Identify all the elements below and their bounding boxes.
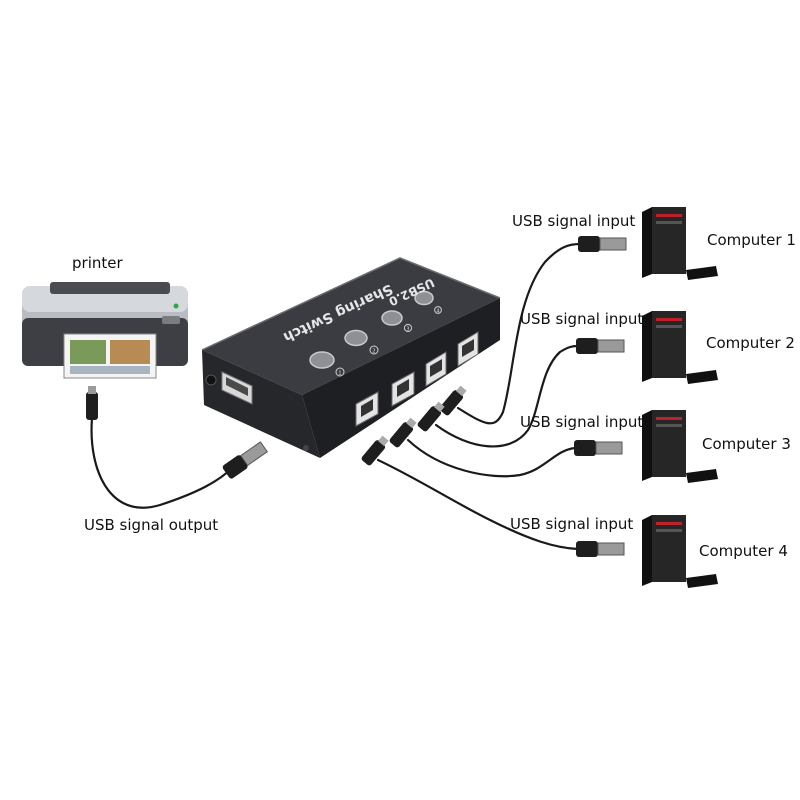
switch-button-3 bbox=[381, 310, 403, 326]
printer-label: printer bbox=[72, 254, 123, 272]
switch-output-port bbox=[221, 371, 253, 405]
switch-button-number-4: 4 bbox=[436, 309, 439, 315]
cable-port1-computer1 bbox=[456, 242, 582, 425]
switch-buttons: 1 2 3 4 bbox=[309, 290, 442, 377]
printer-illustration bbox=[22, 282, 188, 379]
computer-1-illustration bbox=[642, 207, 718, 280]
cable-printer-to-switch bbox=[90, 416, 234, 509]
usb-b-plug-port1 bbox=[439, 385, 467, 416]
computer-2-label: Computer 2 bbox=[706, 334, 795, 352]
usb-a-plug-2 bbox=[576, 338, 625, 354]
usb-b-plug-port2 bbox=[417, 401, 445, 432]
computer-3-label: Computer 3 bbox=[702, 435, 791, 453]
usb-a-plug-output bbox=[222, 441, 268, 479]
computer-1-label: Computer 1 bbox=[707, 231, 796, 249]
cables bbox=[90, 242, 582, 551]
switch-button-4 bbox=[414, 290, 434, 306]
usb-a-plug-1 bbox=[578, 236, 627, 252]
computer-3-illustration bbox=[642, 410, 718, 483]
switch-power-jack bbox=[205, 374, 217, 386]
cable-port2-computer2 bbox=[434, 344, 580, 448]
usb-signal-output-label: USB signal output bbox=[84, 516, 219, 534]
usb-b-plug-port3 bbox=[389, 417, 417, 448]
switch-button-number-1: 1 bbox=[338, 371, 341, 377]
switch-right-face bbox=[302, 298, 500, 458]
usb-b-plug-printer bbox=[86, 386, 98, 420]
switch-button-1 bbox=[309, 351, 335, 369]
computer-4-illustration bbox=[642, 515, 718, 588]
switch-button-number-3: 3 bbox=[406, 327, 409, 333]
switch-screw bbox=[303, 445, 309, 451]
computer-2-illustration bbox=[642, 311, 718, 384]
usb-a-plug-3 bbox=[574, 440, 623, 456]
switch-button-2 bbox=[344, 329, 368, 347]
usb-signal-input-label-1: USB signal input bbox=[512, 212, 636, 230]
switch-button-number-2: 2 bbox=[372, 349, 375, 355]
cable-port4-computer4 bbox=[376, 458, 580, 551]
usb-signal-input-label-3: USB signal input bbox=[520, 413, 644, 431]
usb-sharing-switch: 1 2 3 4 USB2.0 Sharing Switch bbox=[201, 257, 501, 458]
usb-signal-input-label-4: USB signal input bbox=[510, 515, 634, 533]
cable-port3-computer3 bbox=[406, 438, 577, 478]
usb-b-plug-port4 bbox=[361, 435, 389, 466]
usb-signal-input-label-2: USB signal input bbox=[520, 310, 644, 328]
usb-a-plug-4 bbox=[576, 541, 625, 557]
computer-4-label: Computer 4 bbox=[699, 542, 788, 560]
